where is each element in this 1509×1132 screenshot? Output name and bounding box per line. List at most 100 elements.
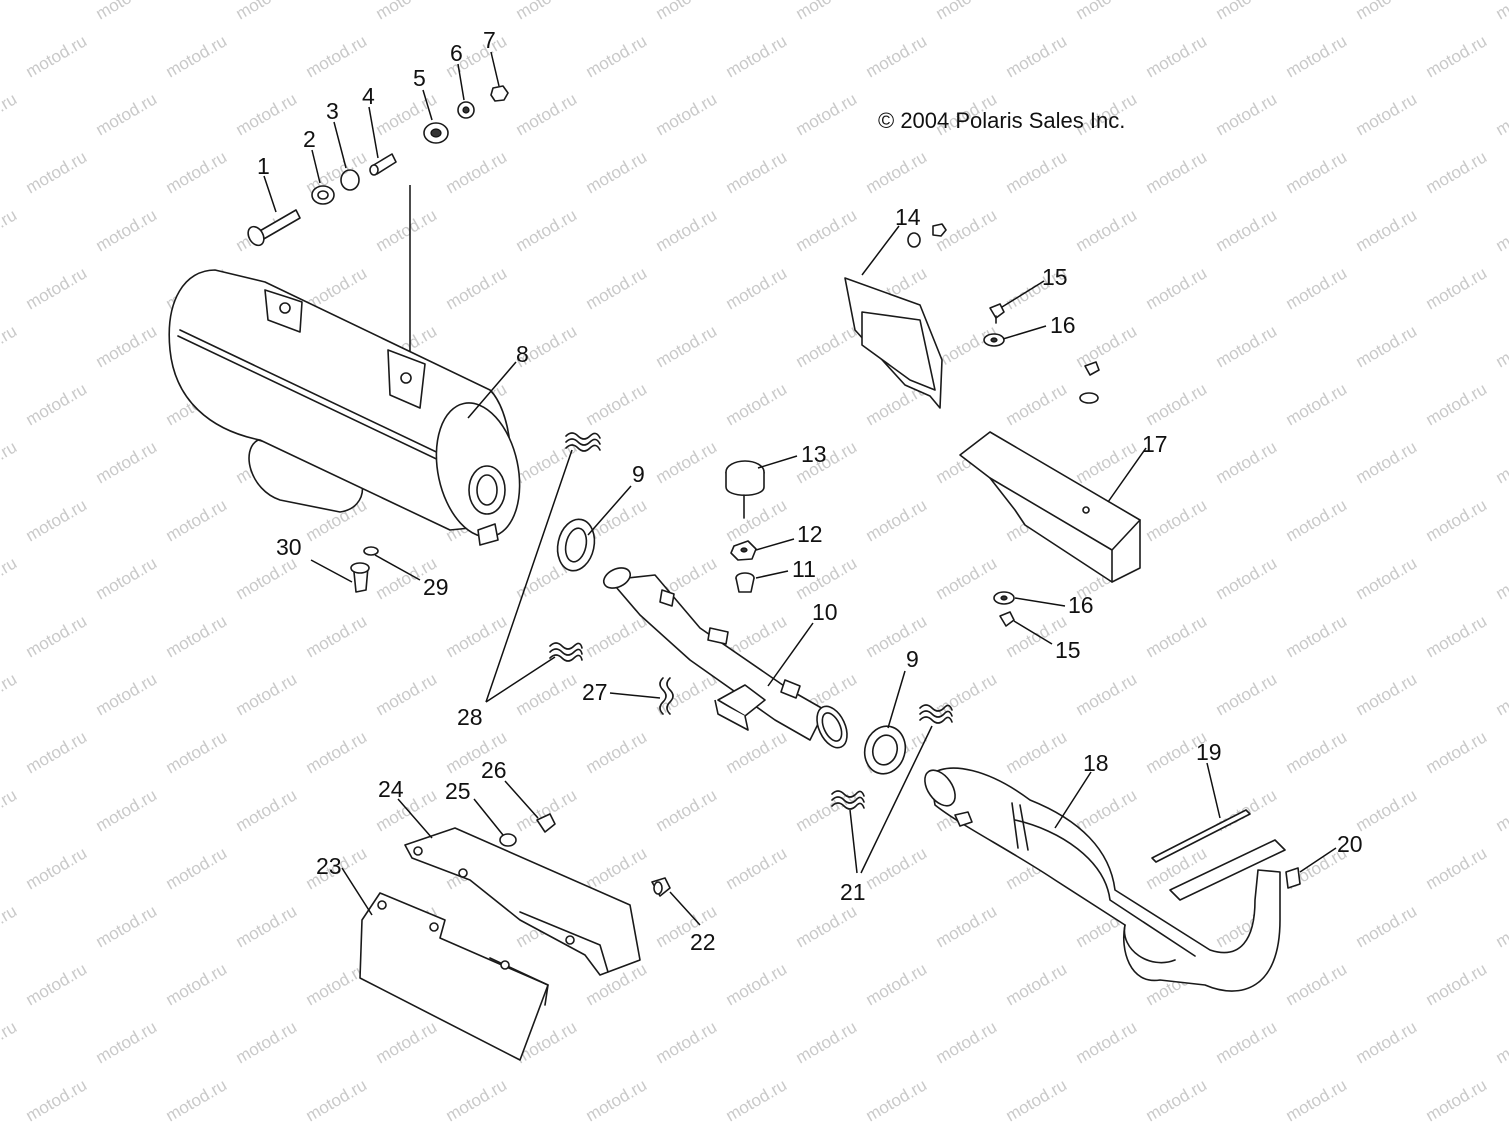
part-26-bolt	[536, 813, 556, 833]
callout-15-upper: 15	[1042, 264, 1068, 290]
watermark-text: motod.ru	[1493, 1017, 1509, 1067]
watermark-text: motod.ru	[373, 205, 441, 255]
part-25-washer	[499, 833, 517, 847]
callout-25: 25	[445, 778, 471, 804]
part-18-header-pipe	[924, 767, 1286, 992]
part-21-spring-upper	[919, 704, 953, 724]
watermark-text: motod.ru	[653, 321, 721, 371]
watermark-text: motod.ru	[1423, 31, 1491, 81]
callout-16-lower: 16	[1068, 592, 1094, 618]
watermark-text: motod.ru	[583, 843, 651, 893]
watermark-text: motod.ru	[93, 669, 161, 719]
watermark-text: motod.ru	[513, 89, 581, 139]
part-5-grommet	[423, 122, 449, 144]
watermark-text: motod.ru	[793, 0, 861, 23]
part-9-seal-upper	[556, 518, 596, 572]
watermark-text: motod.ru	[1283, 31, 1351, 81]
watermark-text: motod.ru	[1353, 205, 1421, 255]
watermark-text: motod.ru	[1493, 0, 1509, 23]
watermark-text: motod.ru	[1143, 1075, 1211, 1125]
watermark-text: motod.ru	[723, 1075, 791, 1125]
watermark-text: motod.ru	[1353, 553, 1421, 603]
watermark-text: motod.ru	[373, 669, 441, 719]
callout-30: 30	[276, 534, 302, 560]
watermark-text: motod.ru	[0, 901, 20, 951]
watermark-text: motod.ru	[793, 89, 861, 139]
watermark-text: motod.ru	[513, 669, 581, 719]
callout-10: 10	[812, 599, 838, 625]
part-16-washer-lower	[993, 591, 1015, 605]
watermark-text: motod.ru	[0, 669, 20, 719]
watermark-text: motod.ru	[233, 89, 301, 139]
watermark-text: motod.ru	[1283, 1075, 1351, 1125]
part-21-spring-lower	[831, 790, 865, 810]
watermark-text: motod.ru	[23, 1075, 91, 1125]
watermark-text: motod.ru	[583, 1075, 651, 1125]
watermark-text: motod.ru	[1003, 147, 1071, 197]
watermark-text: motod.ru	[1143, 611, 1211, 661]
callout-1: 1	[257, 153, 270, 179]
watermark-text: motod.ru	[1493, 901, 1509, 951]
watermark-text: motod.ru	[163, 31, 231, 81]
watermark-text: motod.ru	[723, 147, 791, 197]
part-30-rivet	[350, 562, 370, 593]
watermark-text: motod.ru	[93, 0, 161, 23]
callout-16-upper: 16	[1050, 312, 1076, 338]
watermark-text: motod.ru	[1073, 321, 1141, 371]
watermark-text: motod.ru	[1073, 1017, 1141, 1067]
watermark-text: motod.ru	[443, 147, 511, 197]
watermark-text: motod.ru	[723, 31, 791, 81]
callout-8: 8	[516, 341, 529, 367]
callout-9-lower: 9	[906, 646, 919, 672]
watermark-text: motod.ru	[723, 379, 791, 429]
callout-11: 11	[792, 556, 816, 582]
watermark-text: motod.ru	[513, 205, 581, 255]
watermark-text: motod.ru	[233, 785, 301, 835]
part-23-heat-shield	[359, 892, 549, 1061]
watermark-text: motod.ru	[163, 611, 231, 661]
part-14-heat-shield	[844, 277, 943, 409]
watermark-text: motod.ru	[933, 669, 1001, 719]
watermark-text: motod.ru	[23, 263, 91, 313]
watermark-text: motod.ru	[583, 31, 651, 81]
watermark-text: motod.ru	[1283, 379, 1351, 429]
callout-14: 14	[895, 204, 921, 230]
callout-3: 3	[326, 98, 339, 124]
watermark-text: motod.ru	[583, 611, 651, 661]
watermark-text: motod.ru	[653, 0, 721, 23]
part-17-bracket	[959, 431, 1141, 583]
copyright-notice: © 2004 Polaris Sales Inc.	[878, 108, 1125, 133]
watermark-text: motod.ru	[1353, 901, 1421, 951]
part-9-seal-lower	[863, 725, 907, 775]
callout-28: 28	[457, 704, 483, 730]
watermark-text: motod.ru	[723, 727, 791, 777]
watermark-text: motod.ru	[1213, 205, 1281, 255]
watermark-text: motod.ru	[933, 1017, 1001, 1067]
callout-27: 27	[582, 679, 608, 705]
watermark-text: motod.ru	[1003, 1075, 1071, 1125]
watermark-text: motod.ru	[1213, 553, 1281, 603]
watermark-text: motod.ru	[1353, 0, 1421, 23]
watermark-text: motod.ru	[303, 727, 371, 777]
watermark-text: motod.ru	[793, 321, 861, 371]
watermark-text: motod.ru	[1283, 263, 1351, 313]
watermark-text: motod.ru	[723, 843, 791, 893]
watermark-text: motod.ru	[163, 727, 231, 777]
callout-23: 23	[316, 853, 342, 879]
watermark-text: motod.ru	[23, 31, 91, 81]
watermark-text: motod.ru	[1493, 553, 1509, 603]
watermark-text: motod.ru	[1213, 0, 1281, 23]
callout-5: 5	[413, 65, 426, 91]
watermark-text: motod.ru	[93, 89, 161, 139]
watermark-text: motod.ru	[653, 205, 721, 255]
watermark-text: motod.ru	[513, 0, 581, 23]
watermark-text: motod.ru	[653, 89, 721, 139]
callout-24: 24	[378, 776, 404, 802]
watermark-text: motod.ru	[1493, 437, 1509, 487]
watermark-text: motod.ru	[863, 495, 931, 545]
watermark-text: motod.ru	[1353, 321, 1421, 371]
part-6-washer	[457, 101, 475, 119]
watermark-text: motod.ru	[233, 901, 301, 951]
part-15-bolt-upper	[989, 303, 1005, 324]
watermark-text: motod.ru	[933, 0, 1001, 23]
